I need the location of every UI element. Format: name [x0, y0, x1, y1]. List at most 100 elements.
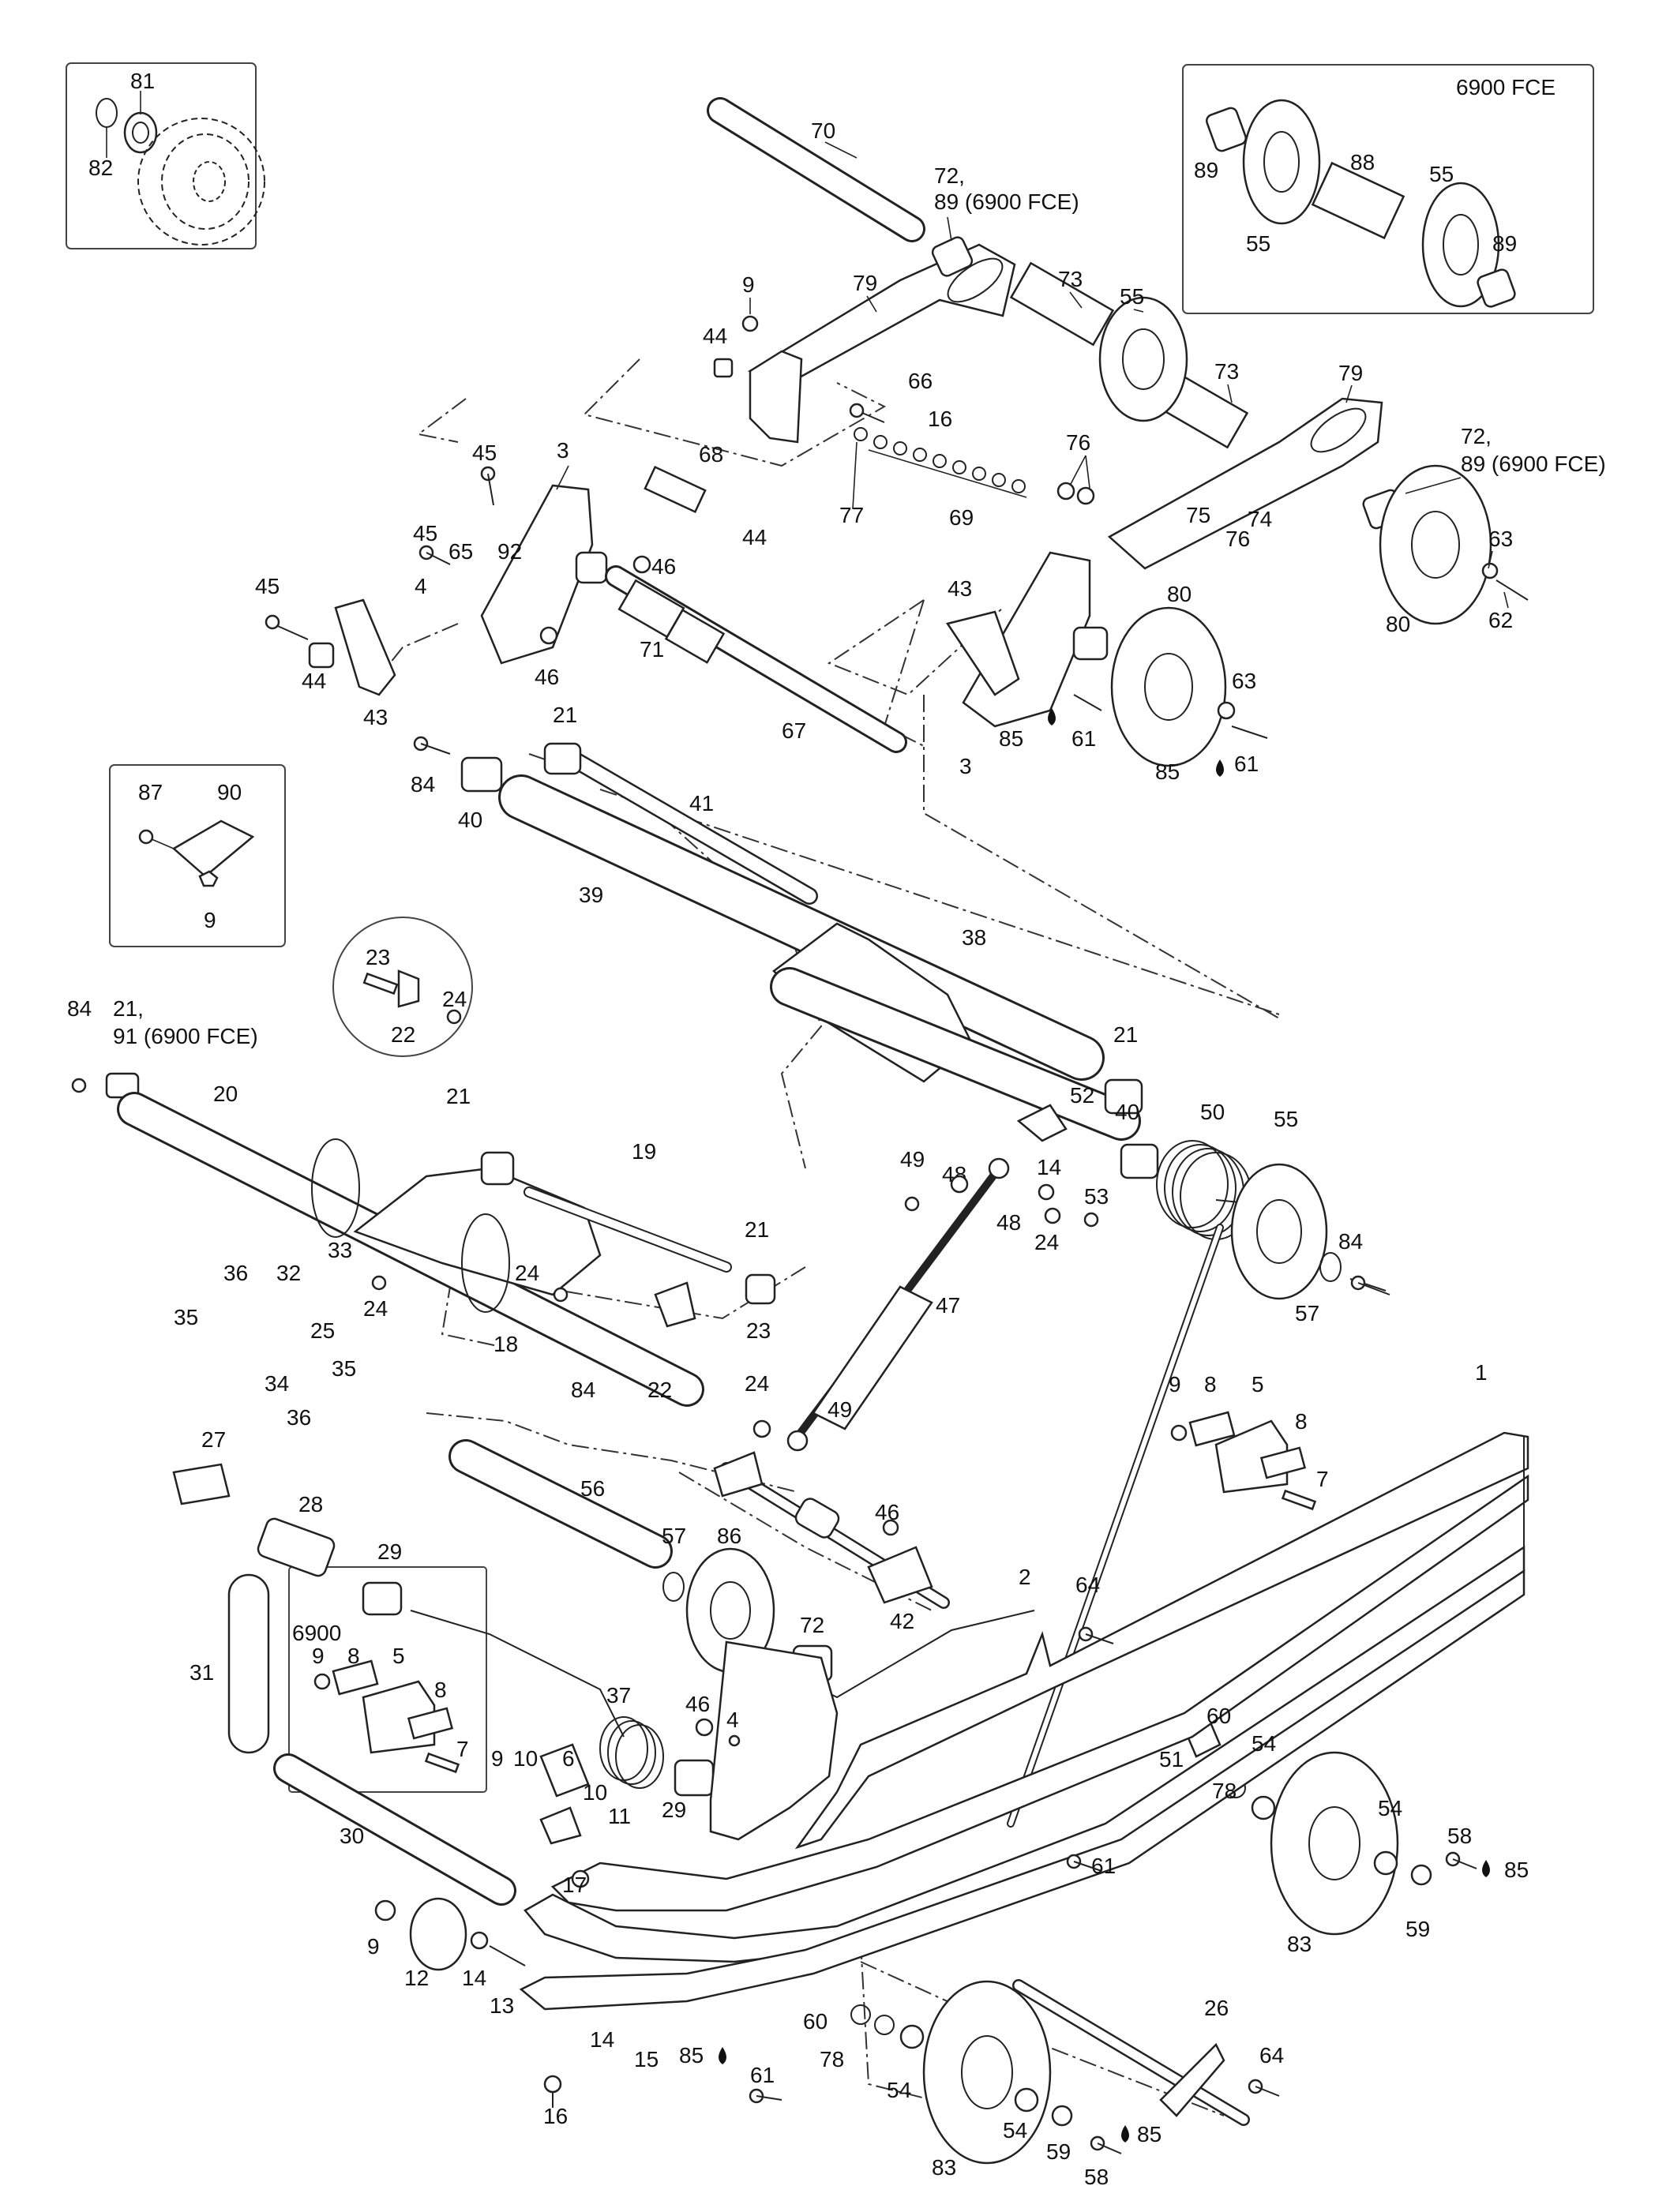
inset-box-6900-fce	[1182, 64, 1594, 314]
label-68: 68	[699, 442, 723, 467]
label-7: 7	[456, 1737, 469, 1761]
label-46: 46	[685, 1692, 710, 1716]
label-14: 14	[590, 2027, 614, 2052]
label-10: 10	[583, 1780, 607, 1805]
inset-bracket-art	[138, 819, 255, 887]
label-19: 19	[632, 1139, 656, 1164]
label-44: 44	[302, 669, 326, 693]
label-64: 64	[1075, 1573, 1100, 1597]
label-85: 85	[1504, 1858, 1529, 1882]
label-21: 21,	[113, 996, 144, 1021]
label-36: 36	[223, 1261, 248, 1285]
label-89-6900-fce: 89 (6900 FCE)	[934, 189, 1079, 214]
label-74: 74	[1248, 507, 1272, 531]
label-29: 29	[662, 1798, 686, 1822]
label-44: 44	[703, 324, 727, 348]
front-arm-assembly	[460, 742, 1387, 1828]
label-40: 40	[1115, 1100, 1139, 1124]
label-29: 29	[377, 1539, 402, 1564]
label-75: 75	[1186, 503, 1210, 527]
label-8: 8	[434, 1678, 447, 1702]
label-76: 76	[1066, 430, 1090, 455]
label-71: 71	[640, 637, 664, 662]
oil-drop-icon	[1048, 708, 1056, 725]
label-46: 46	[651, 554, 676, 579]
label-44: 44	[742, 525, 767, 549]
label-76: 76	[1225, 527, 1250, 551]
label-56: 56	[580, 1476, 605, 1501]
label-67: 67	[782, 718, 806, 743]
label-28: 28	[298, 1492, 323, 1517]
label-9: 9	[491, 1746, 504, 1771]
label-61: 61	[750, 2063, 775, 2087]
label-40: 40	[458, 808, 482, 832]
label-36: 36	[287, 1405, 311, 1430]
label-41: 41	[689, 791, 714, 815]
label-26: 26	[1204, 1996, 1229, 2020]
label-20: 20	[213, 1082, 238, 1106]
label-27: 27	[201, 1427, 226, 1452]
label-24: 24	[363, 1296, 388, 1321]
label-8: 8	[1295, 1409, 1308, 1434]
inset-box-bracket	[109, 764, 286, 947]
label-72: 72,	[934, 163, 965, 188]
label-73: 73	[1058, 267, 1083, 291]
inset-6900-title: 6900	[292, 1621, 341, 1645]
label-55: 55	[1246, 231, 1270, 256]
label-60: 60	[1207, 1704, 1231, 1728]
oil-drop-icon	[1482, 1860, 1490, 1877]
inset-6900-art	[313, 1659, 460, 1774]
label-79: 79	[1338, 361, 1363, 385]
label-3: 3	[959, 754, 972, 778]
fasteners	[265, 315, 1477, 2154]
label-61: 61	[1091, 1854, 1116, 1878]
label-52: 52	[1070, 1083, 1094, 1108]
bearing-inset-art	[96, 98, 265, 246]
label-18: 18	[493, 1332, 518, 1356]
label-72: 72	[800, 1613, 824, 1637]
label-55: 55	[1429, 162, 1454, 186]
label-5: 5	[392, 1644, 405, 1668]
label-22: 22	[391, 1022, 415, 1047]
label-8: 8	[1204, 1372, 1217, 1397]
label-43: 43	[948, 576, 972, 601]
label-23: 23	[746, 1318, 771, 1343]
label-24: 24	[1034, 1230, 1059, 1254]
label-25: 25	[310, 1318, 335, 1343]
label-53: 53	[1084, 1184, 1109, 1209]
oil-drop-icon	[1216, 759, 1224, 777]
label-78: 78	[1212, 1779, 1237, 1803]
label-46: 46	[535, 665, 559, 689]
label-16: 16	[543, 2104, 568, 2128]
label-48: 48	[996, 1210, 1021, 1235]
label-9: 9	[312, 1644, 325, 1668]
label-87: 87	[138, 780, 163, 804]
label-58: 58	[1084, 2165, 1109, 2189]
label-37: 37	[606, 1683, 631, 1708]
label-84: 84	[67, 996, 92, 1021]
label-9: 9	[1169, 1372, 1181, 1397]
label-57: 57	[1295, 1301, 1319, 1325]
label-4: 4	[726, 1708, 739, 1732]
label-57: 57	[662, 1524, 686, 1548]
label-55: 55	[1274, 1107, 1298, 1131]
label-81: 81	[130, 69, 155, 93]
label-14: 14	[462, 1966, 486, 1990]
label-14: 14	[1037, 1155, 1061, 1179]
label-58: 58	[1447, 1824, 1472, 1848]
rear-arm-assembly	[71, 1072, 1010, 1452]
label-1: 1	[1475, 1360, 1488, 1385]
label-54: 54	[887, 2078, 911, 2102]
oil-drop-icons	[719, 708, 1490, 2143]
label-3: 3	[557, 438, 569, 463]
label-4: 4	[415, 574, 427, 598]
label-17: 17	[562, 1873, 587, 1897]
label-59: 59	[1046, 2139, 1071, 2164]
label-89-6900-fce: 89 (6900 FCE)	[1461, 452, 1606, 476]
left-side-plates	[272, 465, 907, 753]
label-47: 47	[936, 1293, 960, 1318]
label-24: 24	[442, 987, 467, 1011]
inset-box-6900	[288, 1566, 487, 1793]
label-60: 60	[803, 2009, 828, 2034]
label-12: 12	[404, 1966, 429, 1990]
